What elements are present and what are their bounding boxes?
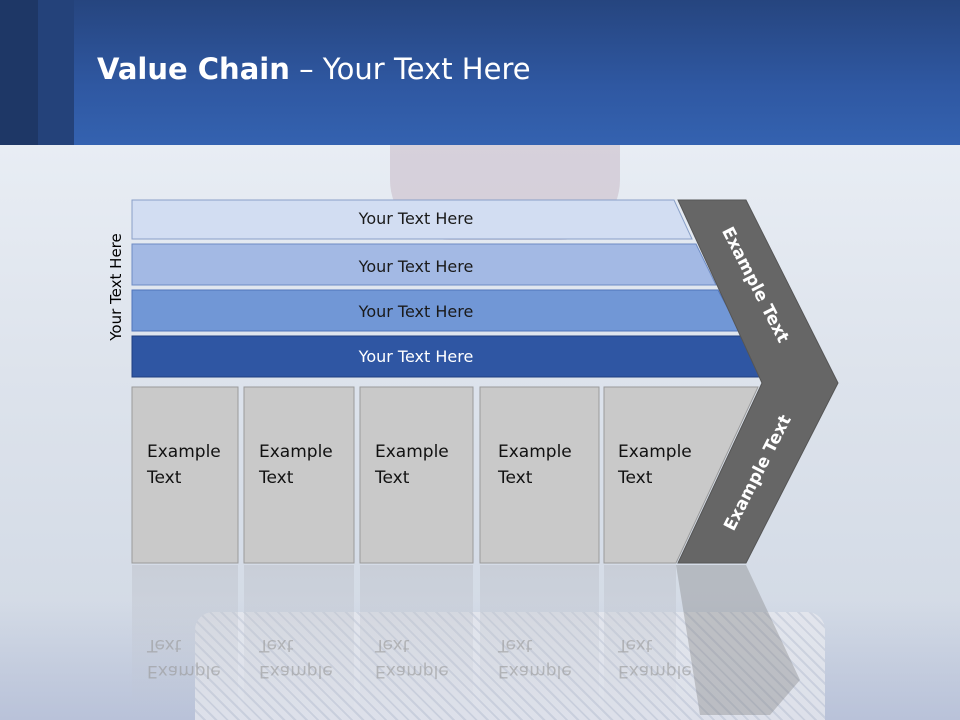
- header-accent-strip: [0, 0, 38, 145]
- cell-line: Text: [618, 468, 653, 488]
- cell-line: Example: [498, 661, 572, 681]
- cell-line: Example: [259, 661, 333, 681]
- arrow-reflection: [676, 565, 800, 715]
- header-accent-strip: [38, 0, 74, 145]
- activity-cell[interactable]: [131, 386, 239, 564]
- chevron-arrow[interactable]: [677, 199, 839, 564]
- chain-bar-2[interactable]: [131, 243, 717, 286]
- chain-bar-1[interactable]: [131, 199, 693, 240]
- cell-reflection: [360, 565, 473, 715]
- cell-reflection: [132, 565, 238, 715]
- cell-line: Text: [498, 468, 533, 488]
- cell-line: Text: [498, 635, 533, 655]
- cell-label-reflection: Example Text: [147, 632, 221, 684]
- cell-line: Example: [618, 661, 692, 681]
- cell-reflection: [604, 565, 676, 715]
- cell-line: Text: [618, 635, 653, 655]
- chain-bar-label: Your Text Here: [358, 257, 474, 276]
- cell-reflection: [244, 565, 354, 715]
- side-label: Your Text Here: [107, 233, 125, 341]
- header-band: Value Chain – Your Text Here: [0, 0, 960, 145]
- cell-label-reflection: Example Text: [259, 632, 333, 684]
- cell-line: Example: [498, 442, 572, 462]
- cell-label-reflection: Example Text: [498, 632, 572, 684]
- chain-bar-label: Your Text Here: [358, 302, 474, 321]
- cell-line: Example: [375, 442, 449, 462]
- cell-reflection: [480, 565, 599, 715]
- activity-cell[interactable]: [603, 386, 759, 564]
- slide-title: Value Chain – Your Text Here: [97, 52, 531, 86]
- activity-cell[interactable]: [359, 386, 474, 564]
- cell-line: Text: [147, 635, 182, 655]
- cell-label-reflection: Example Text: [375, 632, 449, 684]
- cell-line: Text: [147, 468, 182, 488]
- cell-label-reflection: Example Text: [618, 632, 692, 684]
- cell-line: Example: [259, 442, 333, 462]
- cell-line: Text: [375, 468, 410, 488]
- activity-cell[interactable]: [243, 386, 355, 564]
- chain-bar-label: Your Text Here: [358, 347, 474, 366]
- cell-line: Text: [375, 635, 410, 655]
- cell-line: Text: [259, 635, 294, 655]
- title-rest: – Your Text Here: [289, 52, 531, 86]
- cell-line: Example: [147, 442, 221, 462]
- cell-line: Example: [147, 661, 221, 681]
- chain-bar-label: Your Text Here: [358, 209, 474, 228]
- title-bold: Value Chain: [97, 52, 290, 86]
- cell-line: Example: [618, 442, 692, 462]
- cell-line: Text: [259, 468, 294, 488]
- activity-cell[interactable]: [479, 386, 600, 564]
- cell-line: Example: [375, 661, 449, 681]
